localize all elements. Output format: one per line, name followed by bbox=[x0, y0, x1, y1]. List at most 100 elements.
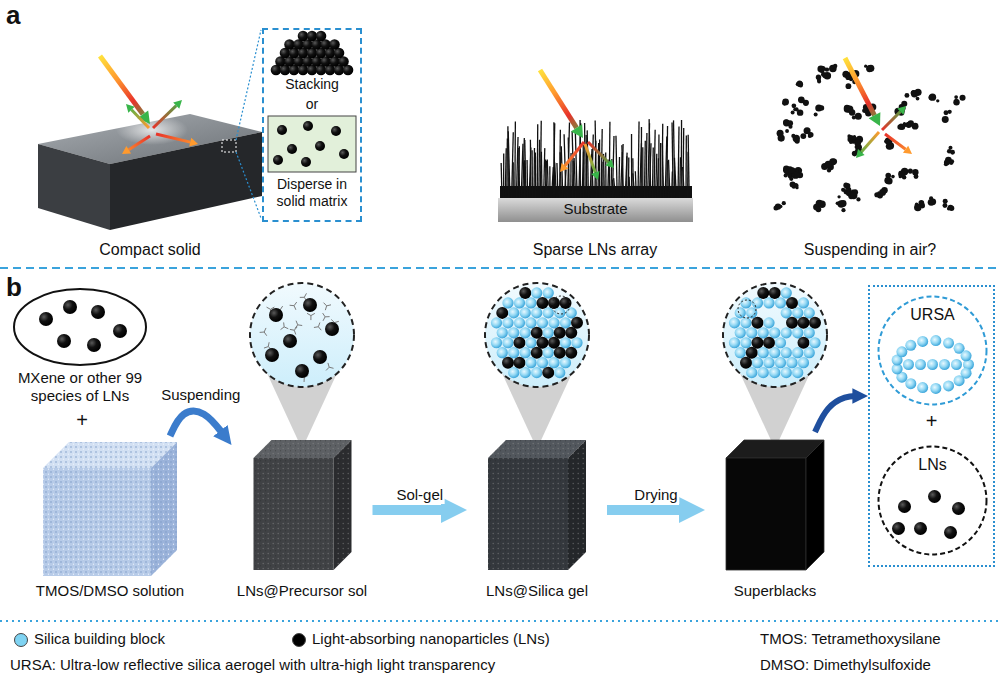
silica-bead bbox=[520, 367, 531, 378]
suspended-particle bbox=[787, 120, 793, 126]
solution-cube-shape bbox=[30, 436, 190, 606]
sol-gel-arrow bbox=[373, 505, 449, 515]
precursor-molecule bbox=[296, 321, 298, 325]
nanotube bbox=[505, 148, 506, 198]
cube-side-face bbox=[806, 440, 824, 570]
legend-text: Light-absorbing nanoparticles (LNs) bbox=[312, 630, 550, 648]
suspended-particle bbox=[884, 177, 891, 184]
silica-bead bbox=[930, 383, 941, 394]
light-ray bbox=[132, 110, 149, 128]
precursor-molecule bbox=[325, 306, 326, 310]
nanotube bbox=[632, 158, 634, 198]
precursor-molecule bbox=[294, 306, 296, 310]
cube-texture bbox=[253, 458, 333, 570]
silica-bead bbox=[917, 336, 928, 347]
nanotube bbox=[656, 154, 657, 198]
edge-label: Suspending bbox=[159, 386, 242, 404]
nanotube bbox=[622, 145, 624, 198]
silica-bead bbox=[560, 337, 571, 348]
silica-bead bbox=[769, 327, 780, 338]
silica-bead bbox=[775, 297, 786, 308]
suspended-particle bbox=[792, 103, 797, 108]
cube-texture bbox=[568, 440, 586, 570]
suspended-particle bbox=[841, 208, 845, 212]
suspended-particle bbox=[942, 116, 949, 123]
legend-swatch bbox=[14, 633, 28, 647]
nanoparticle bbox=[113, 324, 127, 338]
nanotube bbox=[674, 158, 676, 198]
solid-matrix bbox=[268, 116, 356, 172]
silica-bead bbox=[804, 307, 815, 318]
silica-bead bbox=[917, 382, 928, 393]
sol-cube-shape bbox=[232, 432, 373, 606]
suspended-particle bbox=[854, 140, 861, 147]
suspended-particle bbox=[792, 173, 795, 176]
silica-bead bbox=[804, 327, 815, 338]
nanotube bbox=[626, 156, 627, 198]
legend-text: Silica building block bbox=[34, 630, 165, 648]
nanotube bbox=[523, 138, 525, 198]
precursor-molecule bbox=[300, 297, 304, 298]
silica-bead bbox=[809, 337, 820, 348]
suspended-particle bbox=[911, 90, 916, 95]
nanotube bbox=[501, 163, 503, 198]
suspended-particle bbox=[852, 116, 856, 120]
silica-bead bbox=[758, 347, 769, 358]
suspended-particle bbox=[829, 65, 837, 73]
silica-bead bbox=[502, 297, 513, 308]
ray-head bbox=[122, 146, 131, 154]
nanoparticle bbox=[39, 312, 53, 326]
suspended-particle bbox=[899, 175, 902, 178]
silica-bead bbox=[554, 367, 565, 378]
silica-bead bbox=[502, 337, 513, 348]
zoom-circle-fill bbox=[250, 283, 354, 387]
stacked-particle bbox=[329, 39, 340, 50]
silica-bead bbox=[781, 327, 792, 338]
precursor-molecule bbox=[335, 321, 339, 322]
zoom-circle-fill bbox=[485, 283, 589, 387]
nanoparticle bbox=[757, 287, 769, 299]
light-ray bbox=[540, 70, 577, 128]
suspended-particle bbox=[928, 95, 933, 100]
cube-front-face bbox=[726, 458, 806, 570]
suspended-particle bbox=[825, 67, 829, 71]
silica-bead bbox=[543, 287, 554, 298]
nanotube bbox=[666, 126, 668, 198]
silica-bead bbox=[537, 357, 548, 368]
silica-bead bbox=[951, 359, 962, 370]
precursor-molecule bbox=[329, 367, 333, 368]
precursor-molecule bbox=[314, 326, 318, 328]
silica-bead bbox=[735, 327, 746, 338]
suspended-particle bbox=[916, 97, 920, 101]
matrix-box: Disperse in solid matrix bbox=[268, 116, 356, 218]
light-ray bbox=[885, 134, 906, 149]
suspended-particle bbox=[850, 192, 856, 198]
node-text: LNs bbox=[918, 455, 946, 474]
silica-bead bbox=[763, 297, 774, 308]
silica-bead bbox=[781, 367, 792, 378]
nanoparticle bbox=[952, 502, 965, 515]
silica-bead bbox=[543, 347, 554, 358]
nanoparticle bbox=[514, 337, 526, 349]
nanoparticle bbox=[565, 347, 577, 359]
nanotube bbox=[667, 161, 669, 198]
silica-bead bbox=[514, 317, 525, 328]
inset-box: StackingorDisperse in solid matrix bbox=[262, 28, 362, 222]
suspended-particle bbox=[954, 95, 958, 99]
nanotube bbox=[584, 123, 586, 198]
nanotube bbox=[575, 132, 577, 198]
bead-highlight bbox=[738, 300, 756, 318]
nanotube bbox=[531, 150, 533, 198]
silica-bead bbox=[520, 327, 531, 338]
dispersed-particle bbox=[331, 126, 341, 136]
suspended-particle bbox=[791, 134, 795, 138]
cube-front-face bbox=[488, 458, 568, 570]
silica-bead bbox=[798, 357, 809, 368]
compact-solid-block bbox=[38, 30, 262, 230]
nanoparticle bbox=[63, 300, 77, 314]
precursor-molecule bbox=[327, 305, 331, 306]
dispersed-particle bbox=[301, 157, 311, 167]
nanotube bbox=[616, 136, 617, 198]
nanoparticle bbox=[295, 364, 309, 378]
suspended-particle bbox=[819, 105, 824, 110]
